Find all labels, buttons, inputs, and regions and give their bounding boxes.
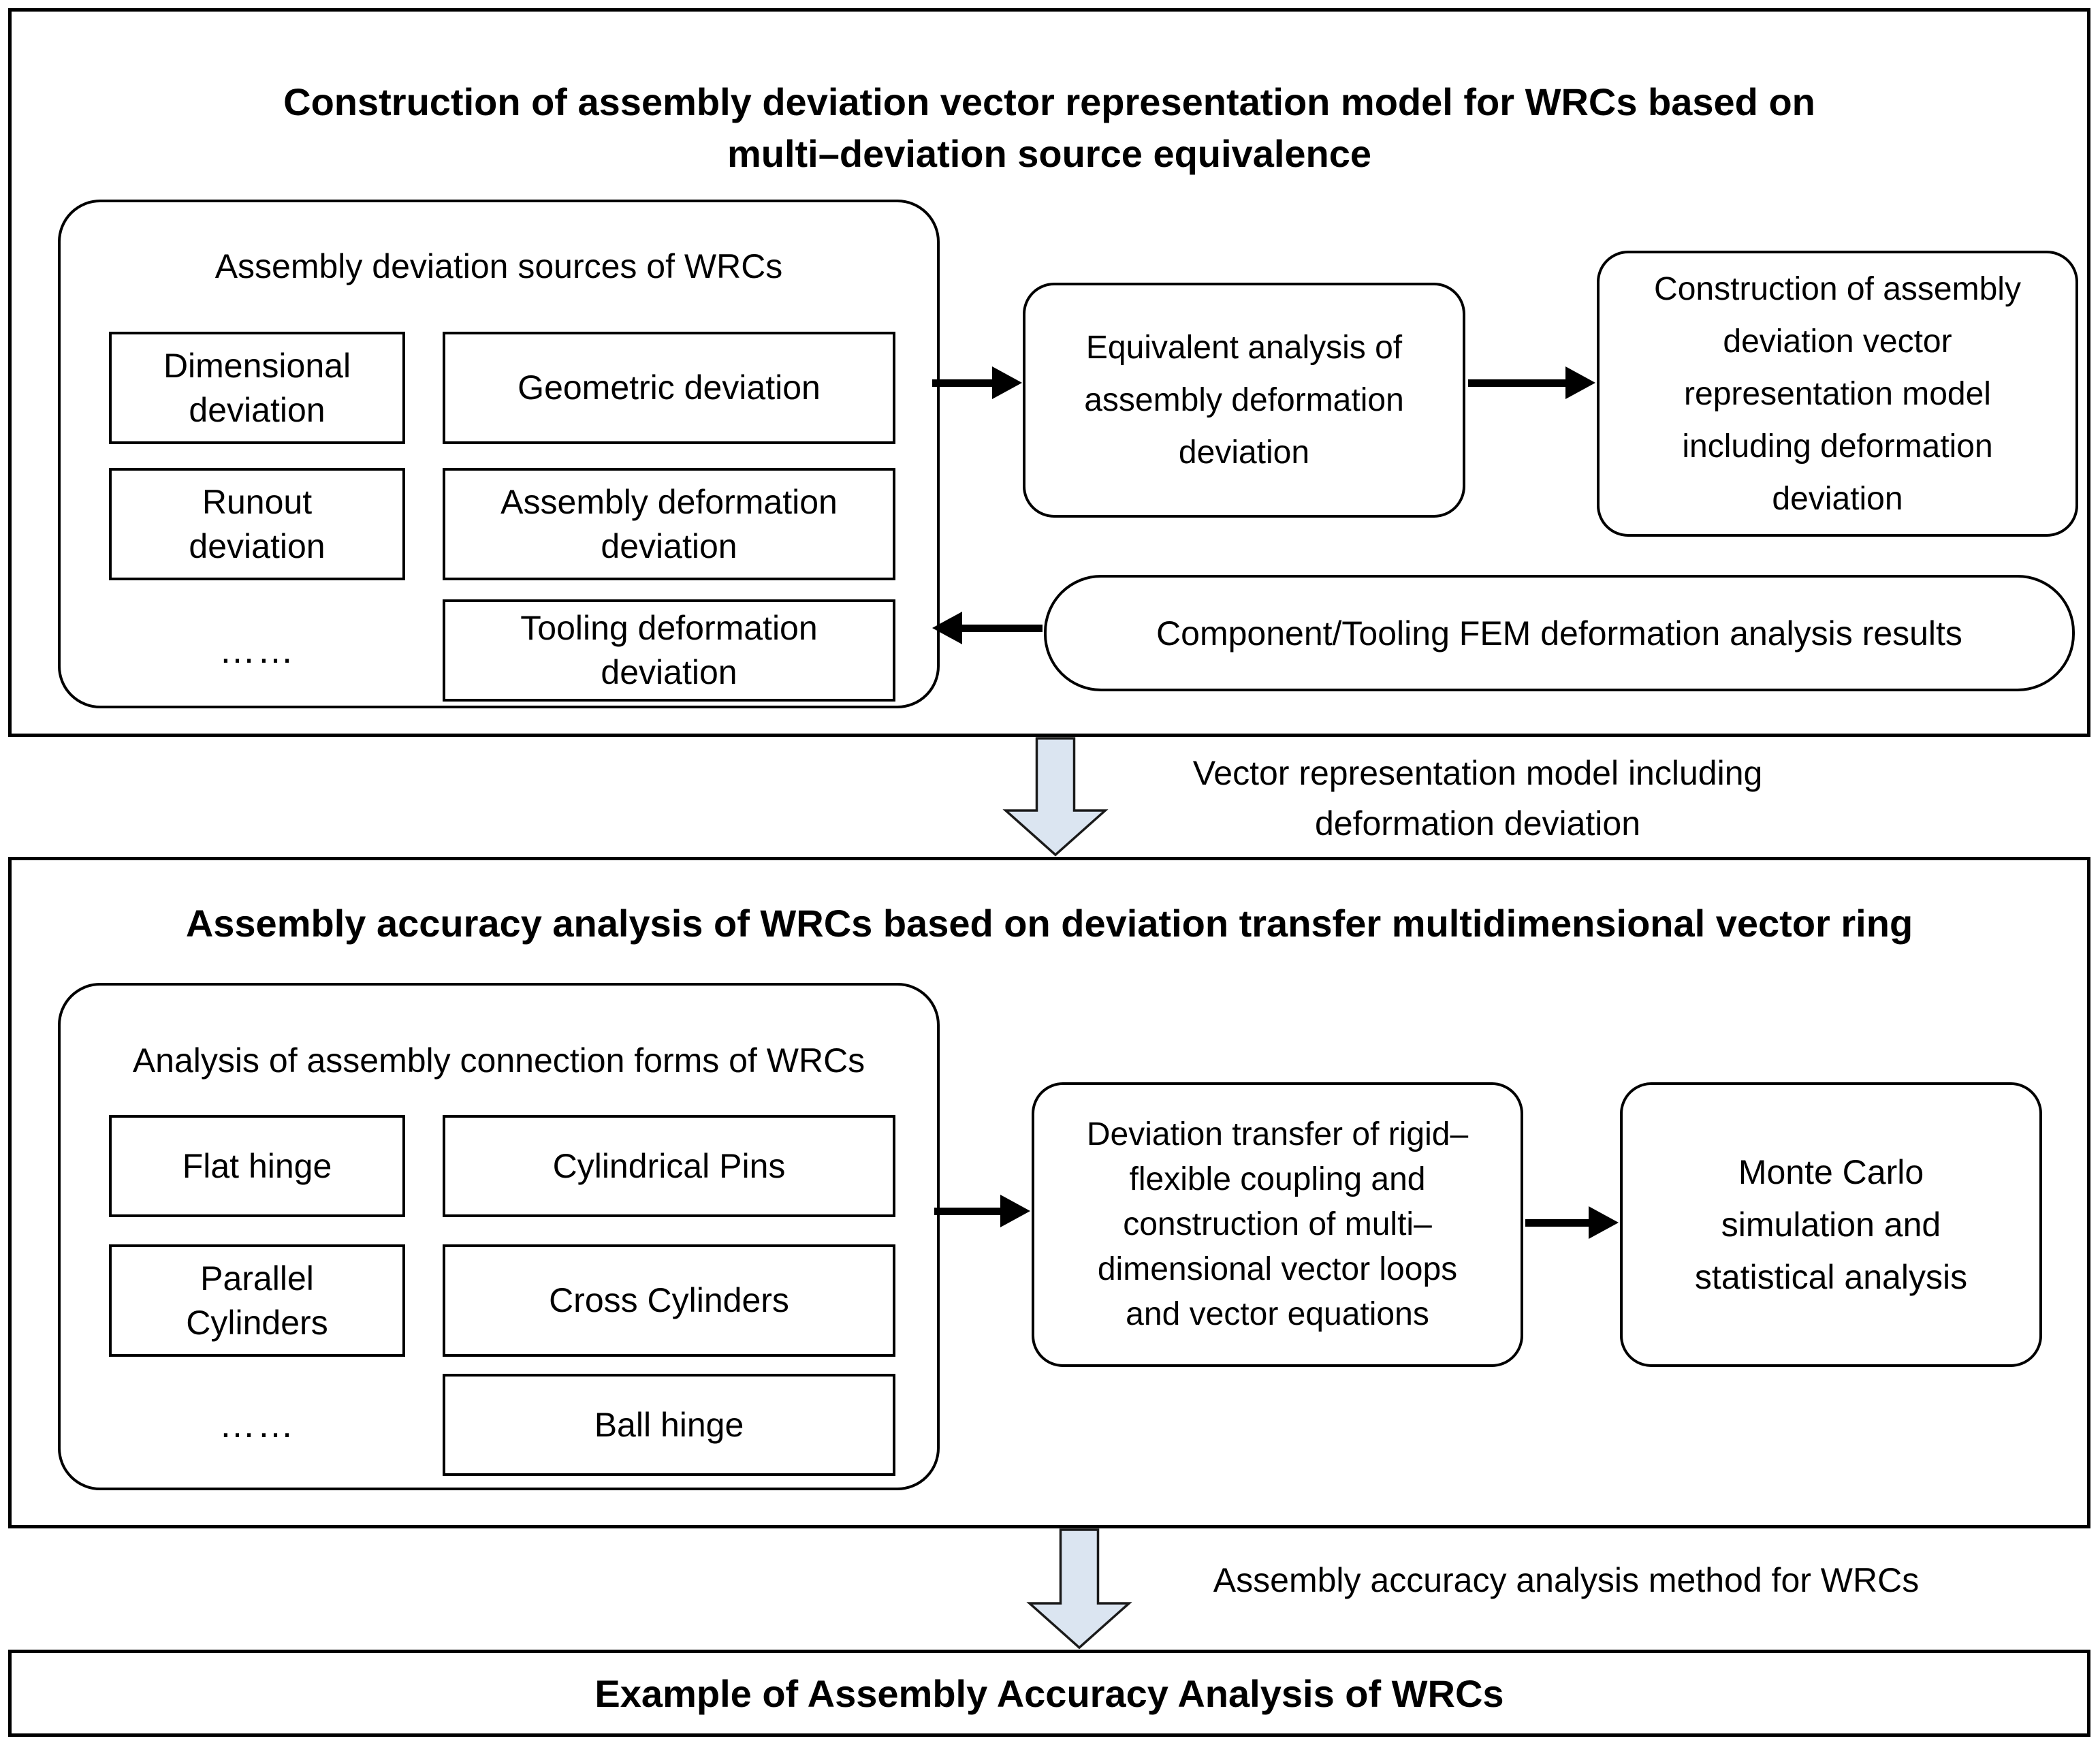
cell-geometric-deviation: Geometric deviation bbox=[443, 332, 895, 444]
construction-model-text: Construction of assembly deviation vecto… bbox=[1654, 270, 2021, 517]
deviation-transfer-text: Deviation transfer of rigid–flexible cou… bbox=[1086, 1116, 1469, 1332]
arrow-head-right-icon bbox=[1589, 1206, 1619, 1239]
arrow-equivalent-to-construction bbox=[1468, 366, 1595, 399]
fem-results-text: Component/Tooling FEM deformation analys… bbox=[1156, 614, 1962, 653]
connection-forms-label: Analysis of assembly connection forms of… bbox=[132, 1041, 865, 1080]
assembly-deviation-sources-label: Assembly deviation sources of WRCs bbox=[214, 247, 783, 285]
cell-runout-deviation: Runout deviation bbox=[109, 468, 405, 580]
section2-title: Assembly accuracy analysis of WRCs based… bbox=[185, 902, 1913, 945]
cell-dimensional-deviation: Dimensional deviation bbox=[109, 332, 405, 444]
arrow-shaft bbox=[962, 624, 1043, 632]
equivalent-analysis-box: Equivalent analysis of assembly deformat… bbox=[1023, 283, 1465, 518]
section1-title: Construction of assembly deviation vecto… bbox=[8, 76, 2090, 180]
arrow-head-right-icon bbox=[992, 366, 1022, 399]
cell-cylindrical-pins: Cylindrical Pins bbox=[443, 1115, 895, 1217]
monte-carlo-text: Monte Carlo simulation and statistical a… bbox=[1694, 1152, 1968, 1296]
connector1-label-line2: deformation deviation bbox=[1314, 804, 1641, 843]
deviation-transfer-box: Deviation transfer of rigid–flexible cou… bbox=[1032, 1082, 1523, 1367]
arrow-shaft bbox=[934, 1207, 1000, 1215]
section3-title: Example of Assembly Accuracy Analysis of… bbox=[594, 1671, 1504, 1715]
cell-assembly-deformation-deviation: Assembly deformation deviation bbox=[443, 468, 895, 580]
equivalent-analysis-text: Equivalent analysis of assembly deformat… bbox=[1084, 330, 1404, 471]
big-down-arrow-1 bbox=[1002, 737, 1109, 857]
cell-parallel-cylinders: Parallel Cylinders bbox=[109, 1244, 405, 1357]
connections-ellipsis: …… bbox=[219, 1404, 296, 1445]
section-example-panel bbox=[8, 1650, 2090, 1737]
connector1-label-line1: Vector representation model including bbox=[1192, 754, 1763, 792]
construction-model-box: Construction of assembly deviation vecto… bbox=[1597, 251, 2078, 537]
arrow-shaft bbox=[932, 379, 992, 387]
arrow-fem-to-sources bbox=[932, 612, 1043, 644]
section1-title-line1: Construction of assembly deviation vecto… bbox=[283, 80, 1815, 123]
cell-ball-hinge: Ball hinge bbox=[443, 1374, 895, 1476]
arrow-sources-to-equivalent bbox=[932, 366, 1022, 399]
big-down-arrow-2 bbox=[1026, 1528, 1132, 1650]
arrow-head-right-icon bbox=[1565, 366, 1595, 399]
fem-results-box: Component/Tooling FEM deformation analys… bbox=[1044, 575, 2075, 691]
cell-flat-hinge: Flat hinge bbox=[109, 1115, 405, 1217]
cell-tooling-deformation-deviation: Tooling deformation deviation bbox=[443, 599, 895, 702]
section1-title-line2: multi–deviation source equivalence bbox=[727, 132, 1372, 175]
arrow-shaft bbox=[1525, 1219, 1589, 1227]
arrow-head-left-icon bbox=[932, 612, 962, 644]
monte-carlo-box: Monte Carlo simulation and statistical a… bbox=[1620, 1082, 2042, 1367]
arrow-connections-to-transfer bbox=[934, 1195, 1030, 1227]
arrow-head-right-icon bbox=[1000, 1195, 1030, 1227]
sources-ellipsis: …… bbox=[219, 630, 296, 671]
arrow-transfer-to-montecarlo bbox=[1525, 1206, 1619, 1239]
cell-cross-cylinders: Cross Cylinders bbox=[443, 1244, 895, 1357]
arrow-shaft bbox=[1468, 379, 1565, 387]
connector2-label: Assembly accuracy analysis method for WR… bbox=[1213, 1561, 1920, 1599]
connector1-label: Vector representation model including de… bbox=[1158, 748, 1798, 849]
